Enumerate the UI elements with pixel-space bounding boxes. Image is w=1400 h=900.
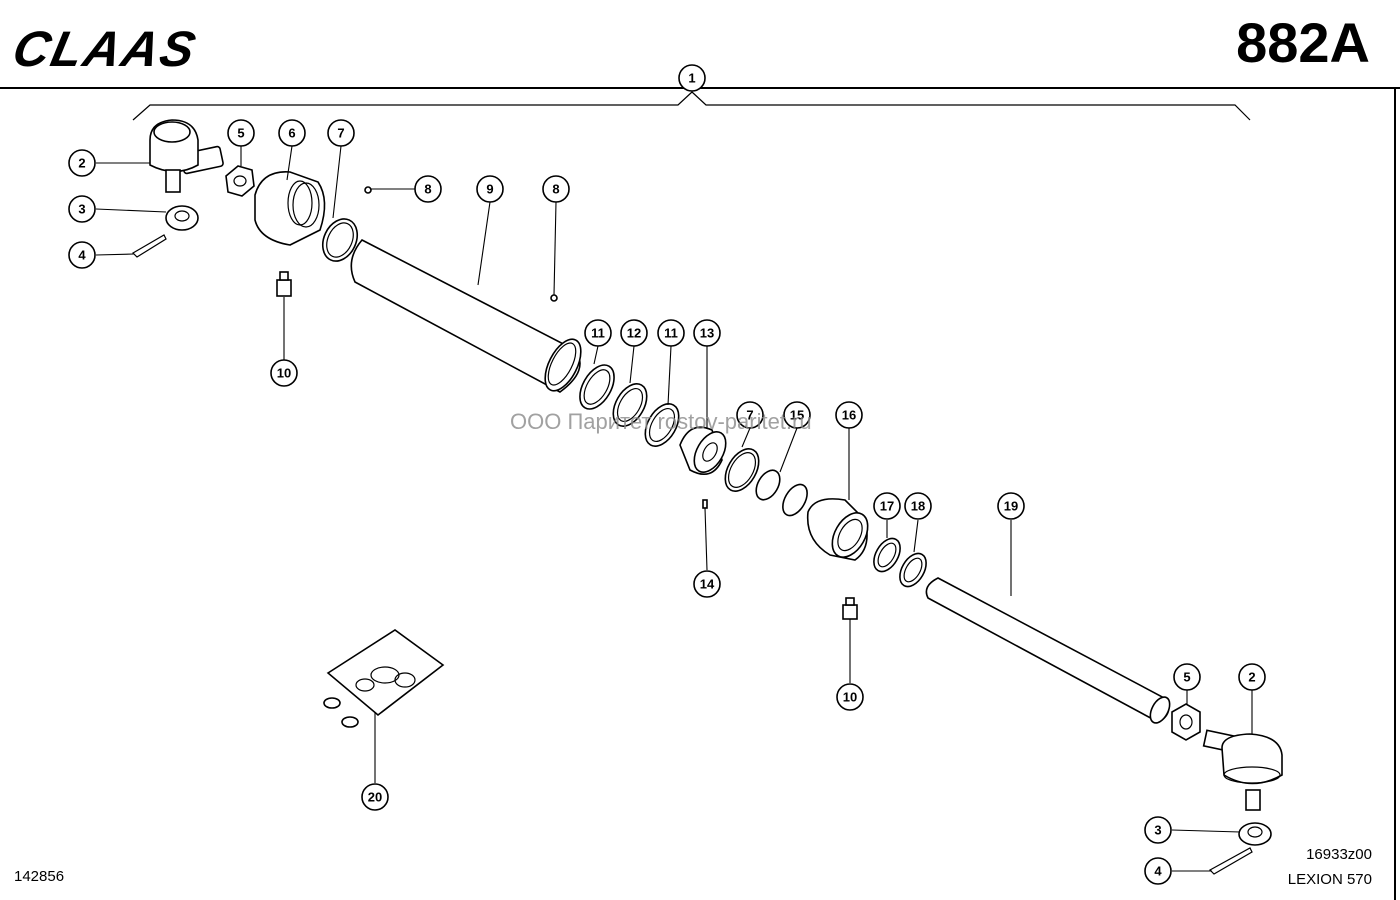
part-grease-nipple-right xyxy=(842,597,858,620)
svg-text:17: 17 xyxy=(880,499,894,514)
svg-text:10: 10 xyxy=(277,366,291,381)
part-grease-nipple-left xyxy=(276,271,292,297)
part-ball-joint-left xyxy=(149,119,224,193)
watermark-text: ООО Паритет rostov-paritet.ru xyxy=(510,409,812,434)
part-ring-11a xyxy=(579,364,615,410)
callout-19: 19 xyxy=(997,492,1025,520)
part-ring-15 xyxy=(755,469,808,517)
callout-10-right: 10 xyxy=(836,683,864,711)
callout-1: 1 xyxy=(678,64,706,92)
part-piston-rod xyxy=(925,577,1171,724)
svg-text:1: 1 xyxy=(688,71,695,86)
page-code: 882A xyxy=(1236,11,1370,74)
right-border xyxy=(1394,87,1396,900)
callout-8b: 8 xyxy=(542,175,570,203)
svg-text:10: 10 xyxy=(843,690,857,705)
svg-text:11: 11 xyxy=(664,326,678,341)
svg-text:6: 6 xyxy=(288,126,295,141)
callout-2-right: 2 xyxy=(1238,663,1266,691)
svg-text:4: 4 xyxy=(78,248,86,263)
svg-text:5: 5 xyxy=(1183,670,1190,685)
callout-3-right: 3 xyxy=(1144,816,1172,844)
part-ring-11b xyxy=(644,403,680,447)
document-number: 142856 xyxy=(14,868,65,885)
callout-4-right: 4 xyxy=(1144,857,1172,885)
part-nut-right xyxy=(1238,822,1272,846)
callout-10-left: 10 xyxy=(270,359,298,387)
part-ring-18 xyxy=(899,552,927,588)
svg-text:15: 15 xyxy=(790,408,804,423)
svg-text:16: 16 xyxy=(842,408,856,423)
callout-7-mid: 7 xyxy=(736,401,764,429)
callout-11a: 11 xyxy=(584,319,612,347)
leader-lines xyxy=(95,145,1253,872)
svg-text:9: 9 xyxy=(486,182,493,197)
svg-text:12: 12 xyxy=(627,326,641,341)
reference-code: 16933z00 xyxy=(1306,846,1372,863)
svg-text:14: 14 xyxy=(700,577,715,592)
svg-text:4: 4 xyxy=(1154,864,1162,879)
callout-13: 13 xyxy=(693,319,721,347)
assembly-brace xyxy=(132,91,1251,121)
part-ring-17 xyxy=(873,537,901,573)
part-cylinder-tube xyxy=(350,238,582,393)
callout-3-left: 3 xyxy=(68,195,96,223)
callout-11b: 11 xyxy=(657,319,685,347)
part-screw-8a xyxy=(364,186,372,194)
part-guide-bushing xyxy=(806,498,869,561)
part-cotter-pin-left xyxy=(132,234,167,258)
part-cotter-pin-right xyxy=(1209,847,1253,875)
machine-model: LEXION 570 xyxy=(1287,871,1372,888)
part-hex-nut-left xyxy=(225,165,255,197)
svg-text:11: 11 xyxy=(591,326,605,341)
callout-17: 17 xyxy=(873,492,901,520)
callout-8a: 8 xyxy=(414,175,442,203)
part-pin-14 xyxy=(702,499,708,509)
part-ball-joint-right xyxy=(1202,729,1283,811)
part-seal-kit-bag xyxy=(323,629,445,728)
svg-text:8: 8 xyxy=(424,182,431,197)
part-hex-nut-right xyxy=(1171,703,1201,741)
svg-text:13: 13 xyxy=(700,326,714,341)
callout-16: 16 xyxy=(835,401,863,429)
svg-text:19: 19 xyxy=(1004,499,1018,514)
callout-5-right: 5 xyxy=(1173,663,1201,691)
svg-text:5: 5 xyxy=(237,126,244,141)
svg-text:2: 2 xyxy=(78,156,85,171)
part-o-ring-mid xyxy=(724,448,760,492)
part-piston xyxy=(679,426,727,476)
part-nut-left xyxy=(165,205,199,231)
svg-text:2: 2 xyxy=(1248,670,1255,685)
callout-20: 20 xyxy=(361,783,389,811)
part-o-ring-left xyxy=(321,218,359,262)
svg-text:3: 3 xyxy=(1154,823,1161,838)
part-ring-12 xyxy=(612,383,648,427)
svg-text:8: 8 xyxy=(552,182,559,197)
part-screw-8b xyxy=(550,294,558,302)
callout-14: 14 xyxy=(693,570,721,598)
svg-text:3: 3 xyxy=(78,202,85,217)
callout-9: 9 xyxy=(476,175,504,203)
callout-15: 15 xyxy=(783,401,811,429)
svg-text:20: 20 xyxy=(368,790,382,805)
svg-text:7: 7 xyxy=(337,126,344,141)
svg-text:18: 18 xyxy=(911,499,925,514)
svg-text:7: 7 xyxy=(746,408,753,423)
callout-5-left: 5 xyxy=(227,119,255,147)
part-end-cap xyxy=(254,171,326,246)
callout-4-left: 4 xyxy=(68,241,96,269)
callout-2-left: 2 xyxy=(68,149,96,177)
callout-6: 6 xyxy=(278,119,306,147)
callout-12: 12 xyxy=(620,319,648,347)
callout-18: 18 xyxy=(904,492,932,520)
callout-7-left: 7 xyxy=(327,119,355,147)
